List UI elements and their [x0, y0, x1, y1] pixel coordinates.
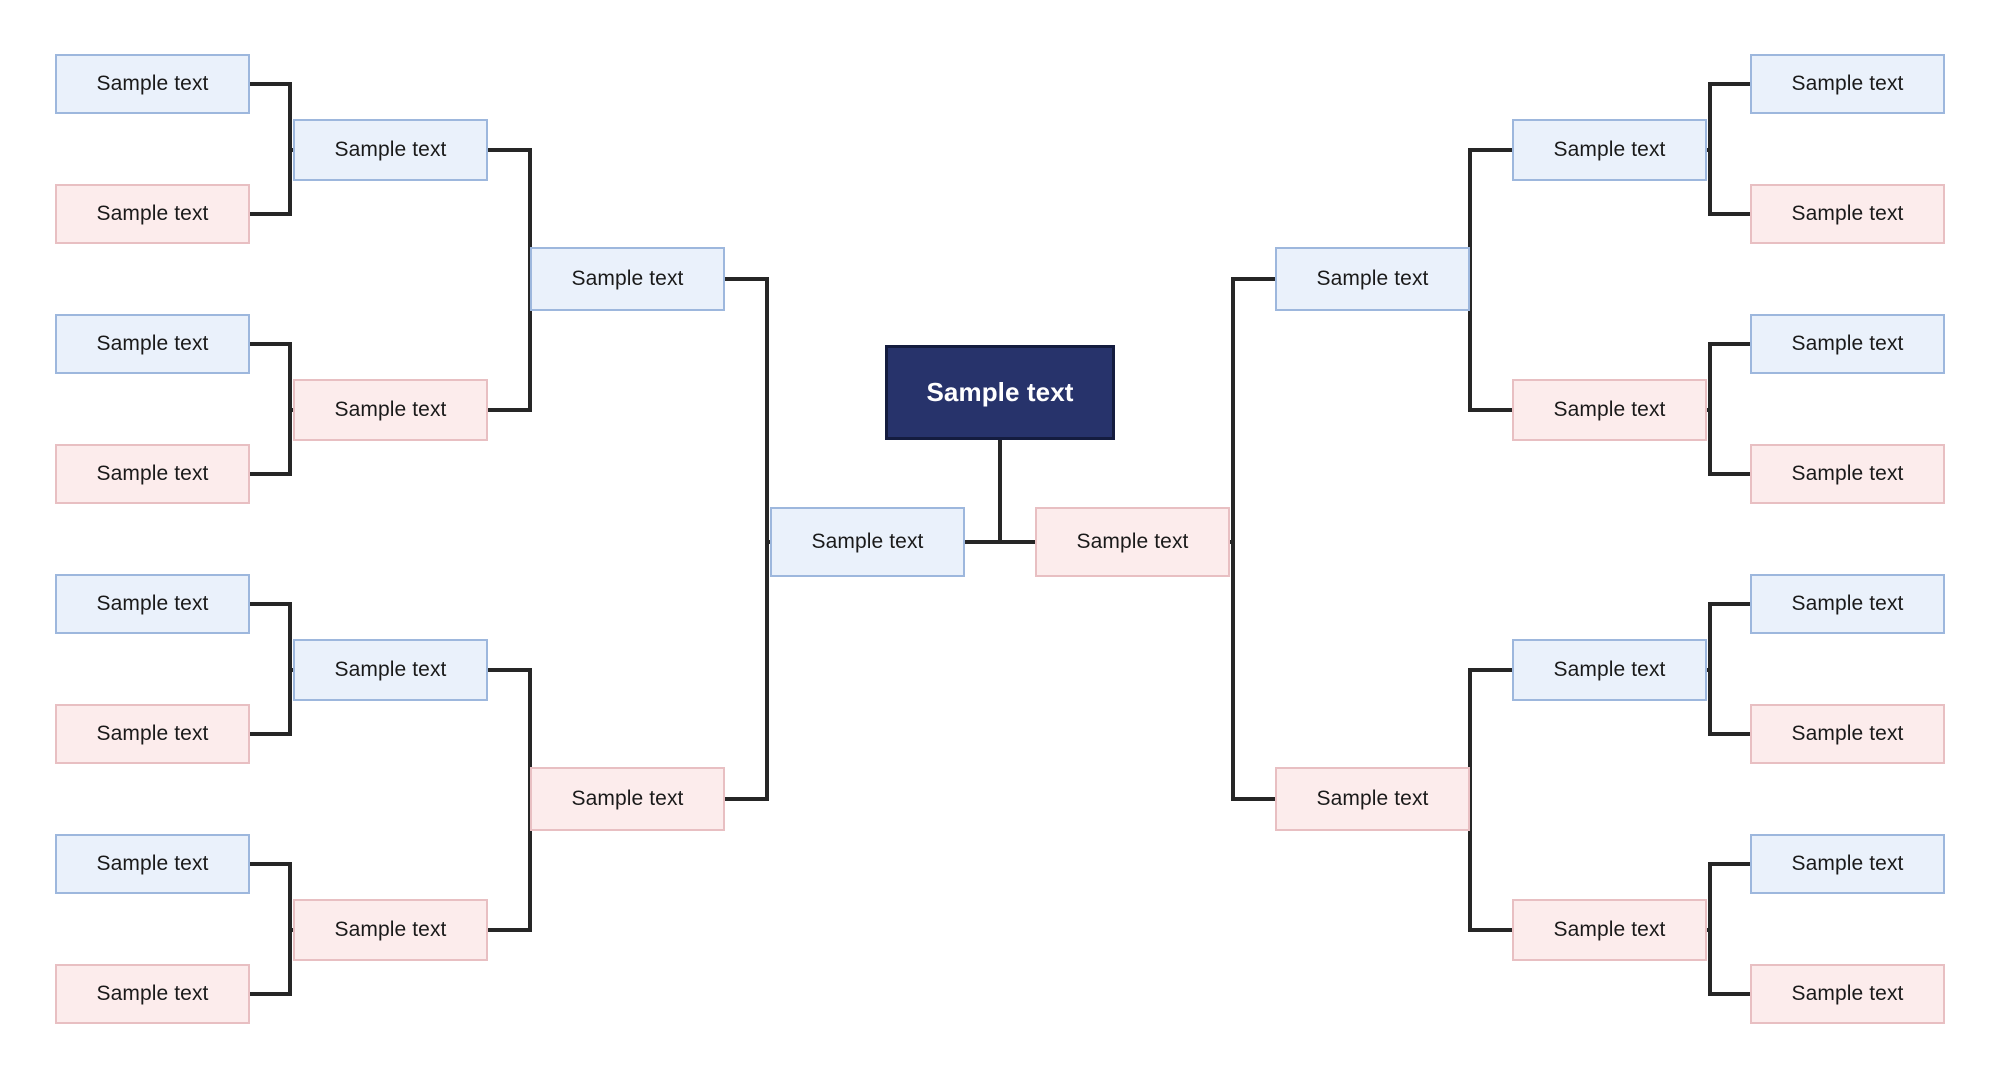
leaf-node-right-2[interactable]: Sample text — [1750, 184, 1945, 244]
leaf-node-right-4[interactable]: Sample text — [1750, 444, 1945, 504]
level2-node-right-2[interactable]: Sample text — [1512, 379, 1707, 441]
level2-node-left-4[interactable]: Sample text — [293, 899, 488, 961]
level2-node-right-3[interactable]: Sample text — [1512, 639, 1707, 701]
leaf-node-left-3[interactable]: Sample text — [55, 314, 250, 374]
leaf-node-left-5[interactable]: Sample text — [55, 574, 250, 634]
root-node[interactable]: Sample text — [885, 345, 1115, 440]
leaf-node-right-1[interactable]: Sample text — [1750, 54, 1945, 114]
leaf-node-left-7[interactable]: Sample text — [55, 834, 250, 894]
leaf-node-left-2[interactable]: Sample text — [55, 184, 250, 244]
leaf-node-left-4[interactable]: Sample text — [55, 444, 250, 504]
level2-node-right-4[interactable]: Sample text — [1512, 899, 1707, 961]
leaf-node-right-6[interactable]: Sample text — [1750, 704, 1945, 764]
leaf-node-left-6[interactable]: Sample text — [55, 704, 250, 764]
leaf-node-right-5[interactable]: Sample text — [1750, 574, 1945, 634]
level3-node-left-1[interactable]: Sample text — [530, 247, 725, 311]
level3-node-right-2[interactable]: Sample text — [1275, 767, 1470, 831]
leaf-node-left-8[interactable]: Sample text — [55, 964, 250, 1024]
trunk-node-left[interactable]: Sample text — [770, 507, 965, 577]
leaf-node-right-7[interactable]: Sample text — [1750, 834, 1945, 894]
level3-node-right-1[interactable]: Sample text — [1275, 247, 1470, 311]
level2-node-left-2[interactable]: Sample text — [293, 379, 488, 441]
leaf-node-right-8[interactable]: Sample text — [1750, 964, 1945, 1024]
level3-node-left-2[interactable]: Sample text — [530, 767, 725, 831]
leaf-node-left-1[interactable]: Sample text — [55, 54, 250, 114]
level2-node-left-1[interactable]: Sample text — [293, 119, 488, 181]
level2-node-left-3[interactable]: Sample text — [293, 639, 488, 701]
leaf-node-right-3[interactable]: Sample text — [1750, 314, 1945, 374]
trunk-node-right[interactable]: Sample text — [1035, 507, 1230, 577]
level2-node-right-1[interactable]: Sample text — [1512, 119, 1707, 181]
